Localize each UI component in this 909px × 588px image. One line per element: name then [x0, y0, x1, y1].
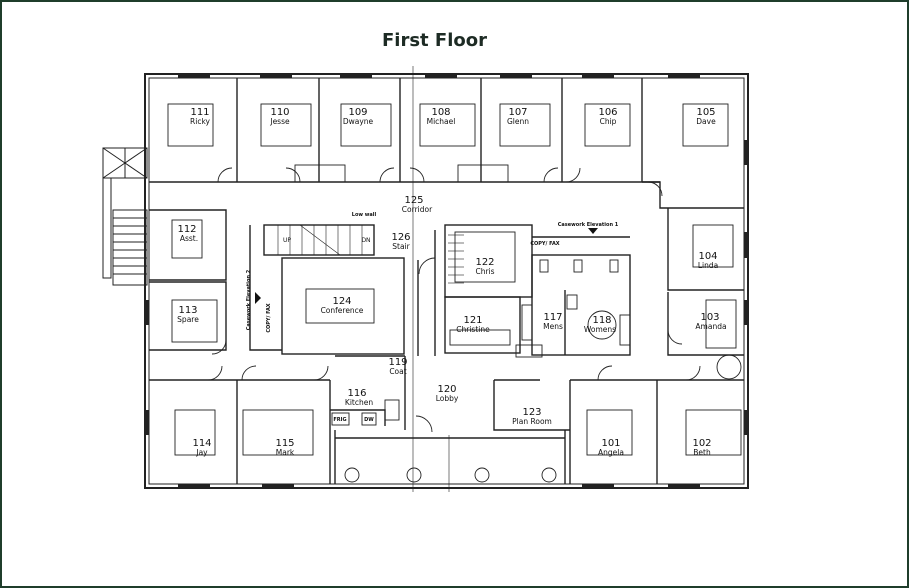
copy-fax-conference-label: COPY/ FAX	[266, 303, 272, 332]
page-title: First Floor	[381, 30, 487, 51]
interior-walls	[149, 78, 744, 484]
room-111-name: Ricky	[190, 117, 210, 126]
room-109-name: Dwayne	[343, 117, 374, 126]
room-104-name: Linda	[698, 261, 718, 270]
frig-label: FRIG	[333, 417, 346, 423]
casework-markers	[255, 228, 598, 304]
stair-down-label: DN	[361, 237, 370, 244]
room-116-name: Kitchen	[345, 398, 373, 407]
casework-elevation-1-label: Casework Elevation 1	[558, 222, 619, 228]
room-112-number: 112	[177, 224, 196, 235]
room-119-name: Coat	[389, 367, 406, 376]
room-105-number: 105	[696, 107, 715, 118]
room-118-number: 118	[592, 315, 611, 326]
room-117-number: 117	[543, 312, 562, 323]
room-125-name: Corridor	[402, 205, 433, 214]
furniture	[167, 103, 742, 483]
room-117-name: Mens	[543, 322, 563, 331]
door-swings	[207, 167, 701, 433]
room-113-name: Spare	[177, 315, 199, 324]
room-109-number: 109	[348, 107, 367, 118]
copy-fax-label: COPY/ FAX	[530, 241, 559, 247]
dishwasher-label: DW	[364, 417, 374, 423]
room-115-name: Mark	[276, 448, 295, 457]
room-103-name: Amanda	[695, 322, 726, 331]
casework-elevation-2-label: Casework Elevation 2	[246, 269, 252, 330]
room-113-number: 113	[178, 305, 197, 316]
room-119-number: 119	[388, 357, 407, 368]
room-108-number: 108	[431, 107, 450, 118]
room-104-number: 104	[698, 251, 717, 262]
room-126-number: 126	[391, 232, 410, 243]
room-105-name: Dave	[696, 117, 716, 126]
room-116-number: 116	[347, 388, 366, 399]
room-102-name: Beth	[693, 448, 711, 457]
room-125-number: 125	[404, 195, 423, 206]
room-115-number: 115	[275, 438, 294, 449]
room-114-name: Jay	[195, 448, 208, 457]
room-126-name: Stair	[392, 242, 410, 251]
room-110-number: 110	[270, 107, 289, 118]
outer-walls	[144, 66, 749, 492]
stair-up-label: UP	[283, 237, 291, 244]
room-labels: 111 Ricky 110 Jesse 109 Dwayne 108 Micha…	[177, 107, 726, 457]
room-114-number: 114	[192, 438, 211, 449]
room-123-number: 123	[522, 407, 541, 418]
room-101-number: 101	[601, 438, 620, 449]
room-107-name: Glenn	[507, 117, 529, 126]
room-110-name: Jesse	[269, 117, 290, 126]
window-marks	[145, 74, 748, 488]
room-122-name: Chris	[475, 267, 494, 276]
stair-treads	[277, 224, 464, 284]
room-106-number: 106	[598, 107, 617, 118]
low-wall-label: Low wall	[352, 212, 377, 218]
room-120-name: Lobby	[436, 394, 459, 403]
exterior-stair	[102, 147, 148, 286]
room-124-number: 124	[332, 296, 351, 307]
room-123-name: Plan Room	[512, 417, 552, 426]
room-118-name: Womens	[584, 325, 616, 334]
room-108-name: Michael	[427, 117, 456, 126]
room-107-number: 107	[508, 107, 527, 118]
room-122-number: 122	[475, 257, 494, 268]
room-121-number: 121	[463, 315, 482, 326]
room-102-number: 102	[692, 438, 711, 449]
room-120-number: 120	[437, 384, 456, 395]
room-112-name: Asst.	[180, 234, 198, 243]
room-124-name: Conference	[321, 306, 364, 315]
room-121-name: Christine	[456, 325, 490, 334]
room-106-name: Chip	[600, 117, 617, 126]
room-111-number: 111	[190, 107, 209, 118]
room-101-name: Angela	[598, 448, 624, 457]
room-103-number: 103	[700, 312, 719, 323]
plan-annotations: Casework Elevation 1 Casework Elevation …	[246, 212, 619, 423]
